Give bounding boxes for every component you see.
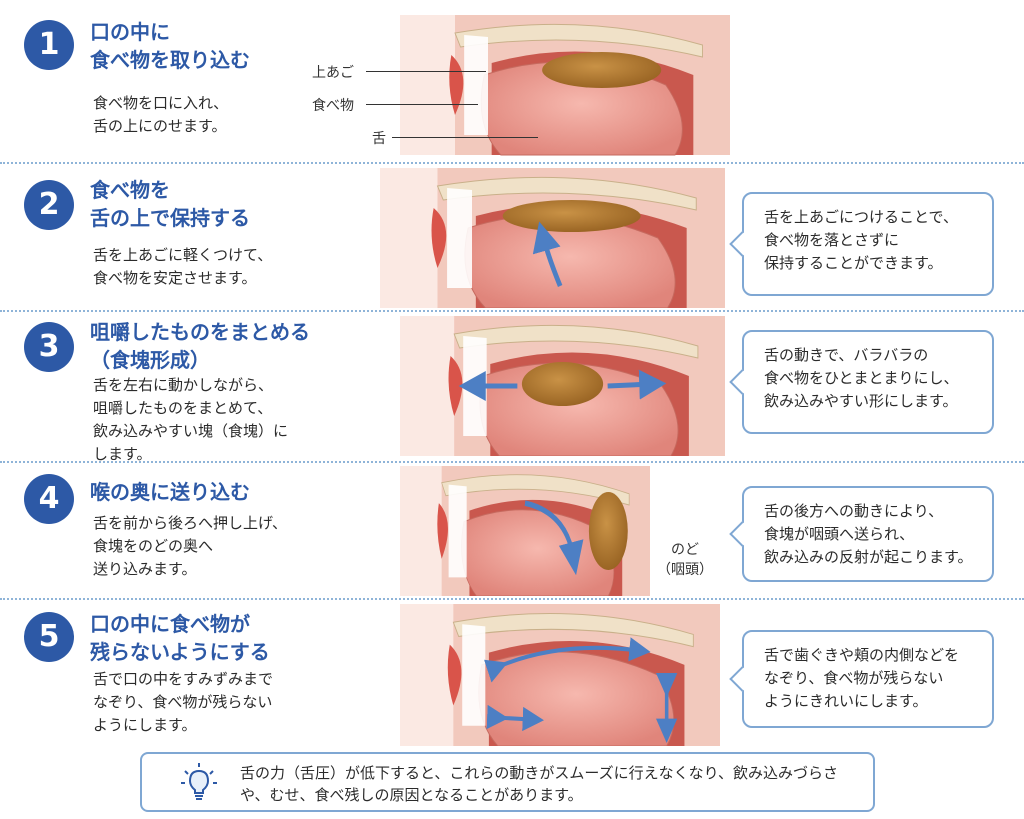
food-label: 食べ物 [312,98,354,114]
explanation-bubble: 舌の動きで、バラバラの 食べ物をひとまとまりにし、 飲み込みやすい形にします。 [742,330,994,434]
throat-label: のど （咽頭） [652,540,718,580]
divider [0,310,1024,312]
step-number: 5 [24,612,74,662]
footer-text: 舌の力（舌圧）が低下すると、これらの動きがスムーズに行えなくなり、飲み込みづらさ… [240,764,839,804]
step-number: 4 [24,474,74,524]
step-title: 喉の奥に送り込む [90,480,250,504]
step-title: 咀嚼したものをまとめる （食塊形成） [90,320,310,372]
tongue-leader [392,137,538,138]
divider [0,461,1024,463]
step-title: 食べ物を 舌の上で保持する [90,178,250,230]
step-title: 口の中に 食べ物を取り込む [90,20,250,72]
step-description: 舌を前から後ろへ押し上げ、 食塊をのどの奥へ 送り込みます。 [93,514,287,578]
throat-label-text: のど （咽頭） [657,542,713,578]
divider [0,162,1024,164]
palate-leader [366,71,486,72]
food-leader [366,104,478,105]
step-number: 1 [24,20,74,70]
step-description: 舌を左右に動かしながら、 咀嚼したものをまとめて、 飲み込みやすい塊（食塊）に … [93,376,289,463]
tongue-label: 舌 [372,131,386,147]
step-number: 3 [24,322,74,372]
explanation-bubble: 舌で歯ぐきや頬の内側などを なぞり、食べ物が残らない ようにきれいにします。 [742,630,994,728]
step-number: 2 [24,180,74,230]
palate-label: 上あご [312,65,354,81]
explanation-bubble: 舌の後方への動きにより、 食塊が咽頭へ送られ、 飲み込みの反射が起こります。 [742,486,994,582]
step-description: 食べ物を口に入れ、 舌の上にのせます。 [93,94,229,135]
footer-tip: 舌の力（舌圧）が低下すると、これらの動きがスムーズに行えなくなり、飲み込みづらさ… [140,752,875,812]
mouth-illustration [380,168,725,308]
step-description: 舌で口の中をすみずみまで なぞり、食べ物が残らない ようにします。 [93,670,274,734]
explanation-bubble: 舌を上あごにつけることで、 食べ物を落とさずに 保持することができます。 [742,192,994,296]
divider [0,598,1024,600]
mouth-illustration [400,466,650,596]
lightbulb-icon [181,763,217,800]
mouth-illustration [400,316,725,456]
step-title: 口の中に食べ物が 残らないようにする [90,612,270,664]
step-description: 舌を上あごに軽くつけて、 食べ物を安定させます。 [93,246,273,287]
mouth-illustration [400,604,720,746]
mouth-illustration [400,14,730,156]
